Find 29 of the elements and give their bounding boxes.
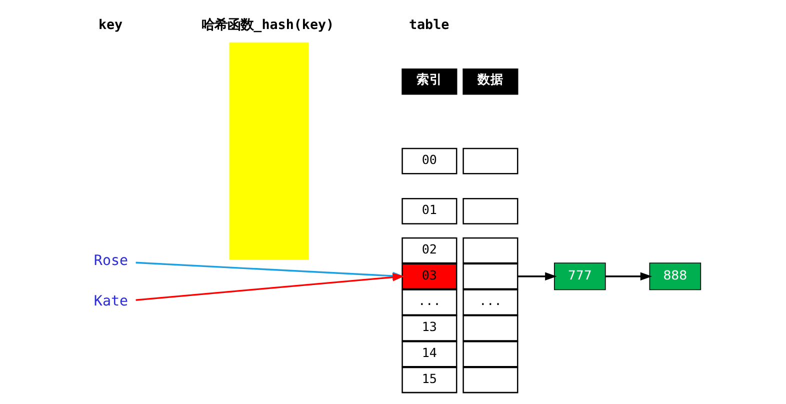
node-box: 索引 bbox=[401, 68, 457, 95]
node-box: ... bbox=[462, 289, 518, 316]
node-box: 15 bbox=[401, 366, 457, 394]
node-box: 数据 bbox=[462, 68, 518, 95]
node-box bbox=[462, 237, 518, 264]
node-box: 14 bbox=[401, 340, 457, 368]
node-box bbox=[462, 263, 518, 290]
node-box: 777 bbox=[553, 262, 606, 290]
node-box: 888 bbox=[648, 262, 701, 290]
label: table bbox=[408, 18, 449, 33]
node-text: Rose bbox=[93, 252, 128, 269]
arrow bbox=[604, 272, 652, 280]
arrow bbox=[135, 273, 404, 301]
node-box: ... bbox=[401, 289, 457, 316]
node-box: 13 bbox=[401, 315, 457, 342]
label: key bbox=[98, 18, 122, 33]
node-box bbox=[462, 148, 518, 174]
label: 哈希函数_hash(key) bbox=[201, 18, 334, 33]
node-box bbox=[462, 366, 518, 394]
node-box bbox=[462, 340, 518, 368]
node-box: 03 bbox=[401, 263, 457, 290]
node-box: 01 bbox=[401, 198, 457, 224]
node-box: 02 bbox=[401, 237, 457, 264]
node-text: Kate bbox=[93, 294, 128, 310]
node-box: 00 bbox=[401, 148, 457, 174]
arrow bbox=[517, 272, 556, 280]
node-box bbox=[462, 198, 518, 224]
node-box bbox=[228, 42, 308, 260]
node-box bbox=[462, 315, 518, 342]
